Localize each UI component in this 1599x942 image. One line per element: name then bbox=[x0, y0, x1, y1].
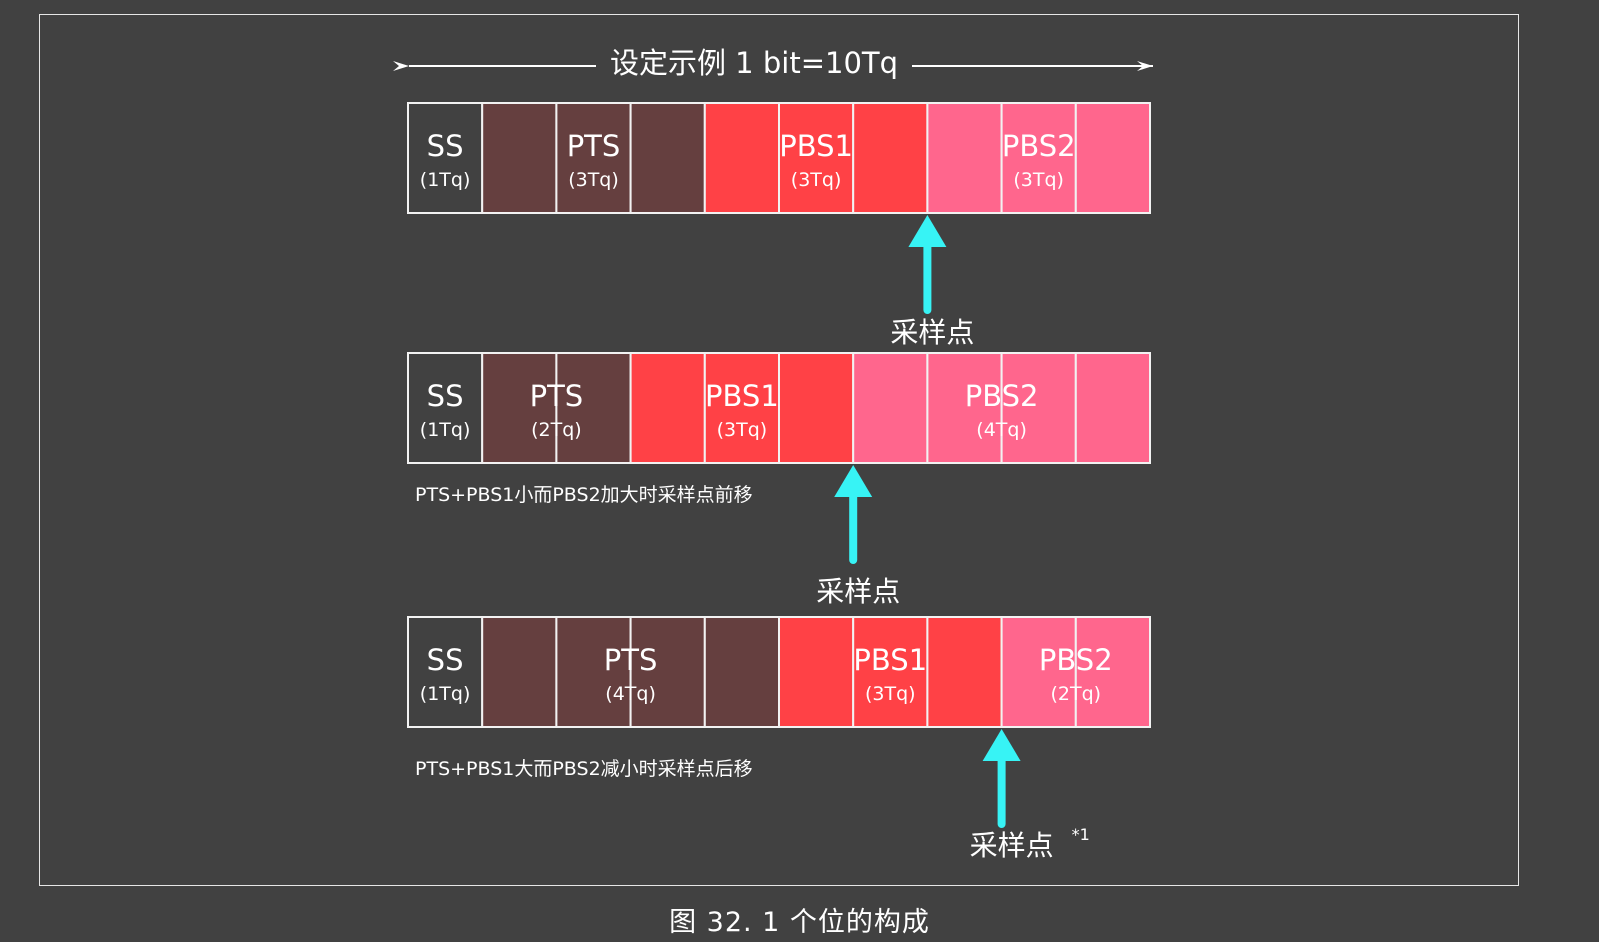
row-2-note: PTS+PBS1小而PBS2加大时采样点前移 bbox=[415, 484, 753, 506]
row-3: SS (1Tq) PTS (4Tq) PBS1 (3Tq) PBS2 (2Tq)… bbox=[407, 616, 1152, 862]
row-2-pbs2-cell bbox=[926, 352, 1003, 464]
row-1-pbs1-cell bbox=[703, 102, 780, 214]
row-1: SS (1Tq) PTS (3Tq) PBS1 (3Tq) PBS2 (3Tq)… bbox=[407, 102, 1152, 349]
row-3-pbs1-sub: (3Tq) bbox=[865, 683, 916, 705]
row-1-pbs2-cell bbox=[1074, 102, 1152, 214]
row-2-cells bbox=[407, 352, 1152, 464]
row-3-pts-cell bbox=[481, 616, 558, 728]
row-3-pbs2-cell bbox=[1000, 616, 1077, 728]
row-3-cells bbox=[407, 616, 1152, 728]
row-2-pbs1-cell bbox=[778, 352, 855, 464]
row-2-pbs2-cell bbox=[1074, 352, 1152, 464]
row-3-pts-cell bbox=[703, 616, 780, 728]
row-2-ss-cell bbox=[407, 352, 484, 464]
row-2: SS (1Tq) PTS (2Tq) PBS1 (3Tq) PBS2 (4Tq)… bbox=[407, 352, 1152, 608]
row-1-pts-cell bbox=[481, 102, 558, 214]
diagram-frame bbox=[39, 14, 1519, 886]
row-3-pbs2-cell bbox=[1074, 616, 1152, 728]
row-2-pts-cell bbox=[555, 352, 632, 464]
row-3-pts-cell bbox=[629, 616, 706, 728]
row-3-pts-cell bbox=[555, 616, 632, 728]
row-2-labels: SS (1Tq) PTS (2Tq) PBS1 (3Tq) PBS2 (4Tq) bbox=[420, 379, 1039, 441]
row-1-pbs1-label: PBS1 bbox=[779, 129, 853, 163]
row-3-sample-label: 采样点 bbox=[970, 829, 1054, 862]
row-3-pbs1-cell bbox=[852, 616, 929, 728]
row-3-pbs1-cell bbox=[926, 616, 1003, 728]
row-3-sample-arrow bbox=[982, 729, 1021, 828]
row-2-sample-arrow bbox=[834, 465, 873, 564]
row-1-pts-cell bbox=[629, 102, 706, 214]
row-2-pbs1-cell bbox=[629, 352, 706, 464]
row-2-sample-arrow-head bbox=[834, 465, 873, 497]
row-1-sample-arrow bbox=[908, 215, 947, 314]
row-3-pbs2-sub: (2Tq) bbox=[1051, 683, 1102, 705]
row-3-sample-mark: *1 bbox=[1072, 825, 1090, 844]
row-1-pbs2-cell bbox=[926, 102, 1003, 214]
row-1-pbs2-label: PBS2 bbox=[1002, 129, 1076, 163]
row-2-pbs1-label: PBS1 bbox=[705, 379, 779, 413]
row-1-pts-cell bbox=[555, 102, 632, 214]
figure-caption: 图 32. 1 个位的构成 bbox=[669, 907, 930, 938]
row-2-pbs2-cell bbox=[852, 352, 929, 464]
row-1-labels: SS (1Tq) PTS (3Tq) PBS1 (3Tq) PBS2 (3Tq) bbox=[420, 129, 1076, 191]
row-3-ss-label: SS bbox=[427, 643, 464, 677]
row-2-pbs1-sub: (3Tq) bbox=[717, 419, 768, 441]
row-1-ss-label: SS bbox=[427, 129, 464, 163]
row-2-pbs2-sub: (4Tq) bbox=[976, 419, 1027, 441]
row-2-ss-label: SS bbox=[427, 379, 464, 413]
row-1-pts-label: PTS bbox=[567, 129, 621, 163]
row-2-pts-sub: (2Tq) bbox=[531, 419, 582, 441]
row-1-pbs1-cell bbox=[778, 102, 855, 214]
row-2-pbs1-cell bbox=[703, 352, 780, 464]
row-3-note: PTS+PBS1大而PBS2减小时采样点后移 bbox=[415, 758, 753, 780]
row-2-pts-cell bbox=[481, 352, 558, 464]
row-2-ss-sub: (1Tq) bbox=[420, 419, 471, 441]
row-3-ss-sub: (1Tq) bbox=[420, 683, 471, 705]
header-label: 设定示例 1 bit=10Tq bbox=[610, 46, 898, 80]
row-1-sample-arrow-head bbox=[908, 215, 947, 247]
row-2-pbs2-cell bbox=[1000, 352, 1077, 464]
row-1-pbs1-cell bbox=[852, 102, 929, 214]
row-3-ss-cell bbox=[407, 616, 484, 728]
row-1-pts-sub: (3Tq) bbox=[568, 169, 619, 191]
row-3-pbs2-label: PBS2 bbox=[1039, 643, 1113, 677]
row-1-pbs2-sub: (3Tq) bbox=[1013, 169, 1064, 191]
row-1-ss-cell bbox=[407, 102, 484, 214]
row-1-cells bbox=[407, 102, 1152, 214]
row-2-sample-label: 采样点 bbox=[816, 575, 900, 608]
row-3-pbs1-cell bbox=[778, 616, 855, 728]
row-1-sample-label: 采样点 bbox=[890, 316, 974, 349]
row-1-pbs1-sub: (3Tq) bbox=[791, 169, 842, 191]
row-1-ss-sub: (1Tq) bbox=[420, 169, 471, 191]
row-2-pts-label: PTS bbox=[530, 379, 584, 413]
row-1-pbs2-cell bbox=[1000, 102, 1077, 214]
row-2-pbs2-label: PBS2 bbox=[965, 379, 1039, 413]
row-3-labels: SS (1Tq) PTS (4Tq) PBS1 (3Tq) PBS2 (2Tq) bbox=[420, 643, 1113, 705]
row-3-sample-arrow-head bbox=[982, 729, 1021, 761]
row-3-pts-sub: (4Tq) bbox=[605, 683, 656, 705]
row-3-pts-label: PTS bbox=[604, 643, 658, 677]
row-3-pbs1-label: PBS1 bbox=[853, 643, 927, 677]
